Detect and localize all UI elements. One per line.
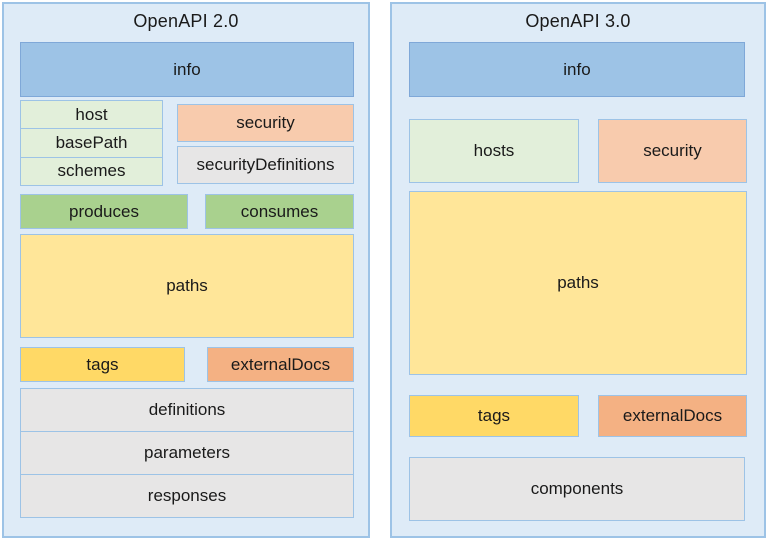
- box-external-docs-v2: externalDocs: [207, 347, 354, 382]
- box-definitions-v2: definitions: [148, 400, 226, 419]
- box-group-definitions-v2: definitions parameters responses: [20, 388, 354, 518]
- box-produces-v2: produces: [20, 194, 188, 229]
- box-tags-v2: tags: [20, 347, 185, 382]
- box-info-v2: info: [20, 42, 354, 97]
- box-schemes-v2: schemes: [21, 156, 162, 185]
- box-info-v3: info: [409, 42, 745, 97]
- box-security-v3: security: [598, 119, 747, 183]
- box-tags-v3: tags: [409, 395, 579, 437]
- box-host-v2: host: [75, 104, 108, 124]
- panel-openapi-2: OpenAPI 2.0 info host basePath schemes s…: [2, 2, 370, 538]
- box-hosts-v3: hosts: [409, 119, 579, 183]
- box-security-v2: security: [177, 104, 354, 142]
- panel-openapi-2-title: OpenAPI 2.0: [133, 11, 239, 31]
- box-security-definitions-v2: securityDefinitions: [177, 146, 354, 184]
- box-group-host-v2: host basePath schemes: [20, 100, 163, 186]
- box-consumes-v2: consumes: [205, 194, 354, 229]
- panel-openapi-3-title: OpenAPI 3.0: [525, 11, 631, 31]
- box-parameters-v2: parameters: [21, 431, 353, 474]
- box-responses-v2: responses: [21, 474, 353, 517]
- box-basepath-v2: basePath: [21, 128, 162, 156]
- box-components-v3: components: [409, 457, 745, 521]
- box-external-docs-v3: externalDocs: [598, 395, 747, 437]
- box-paths-v2: paths: [20, 234, 354, 338]
- panel-openapi-3: OpenAPI 3.0 info hosts security paths ta…: [390, 2, 766, 538]
- box-paths-v3: paths: [409, 191, 747, 375]
